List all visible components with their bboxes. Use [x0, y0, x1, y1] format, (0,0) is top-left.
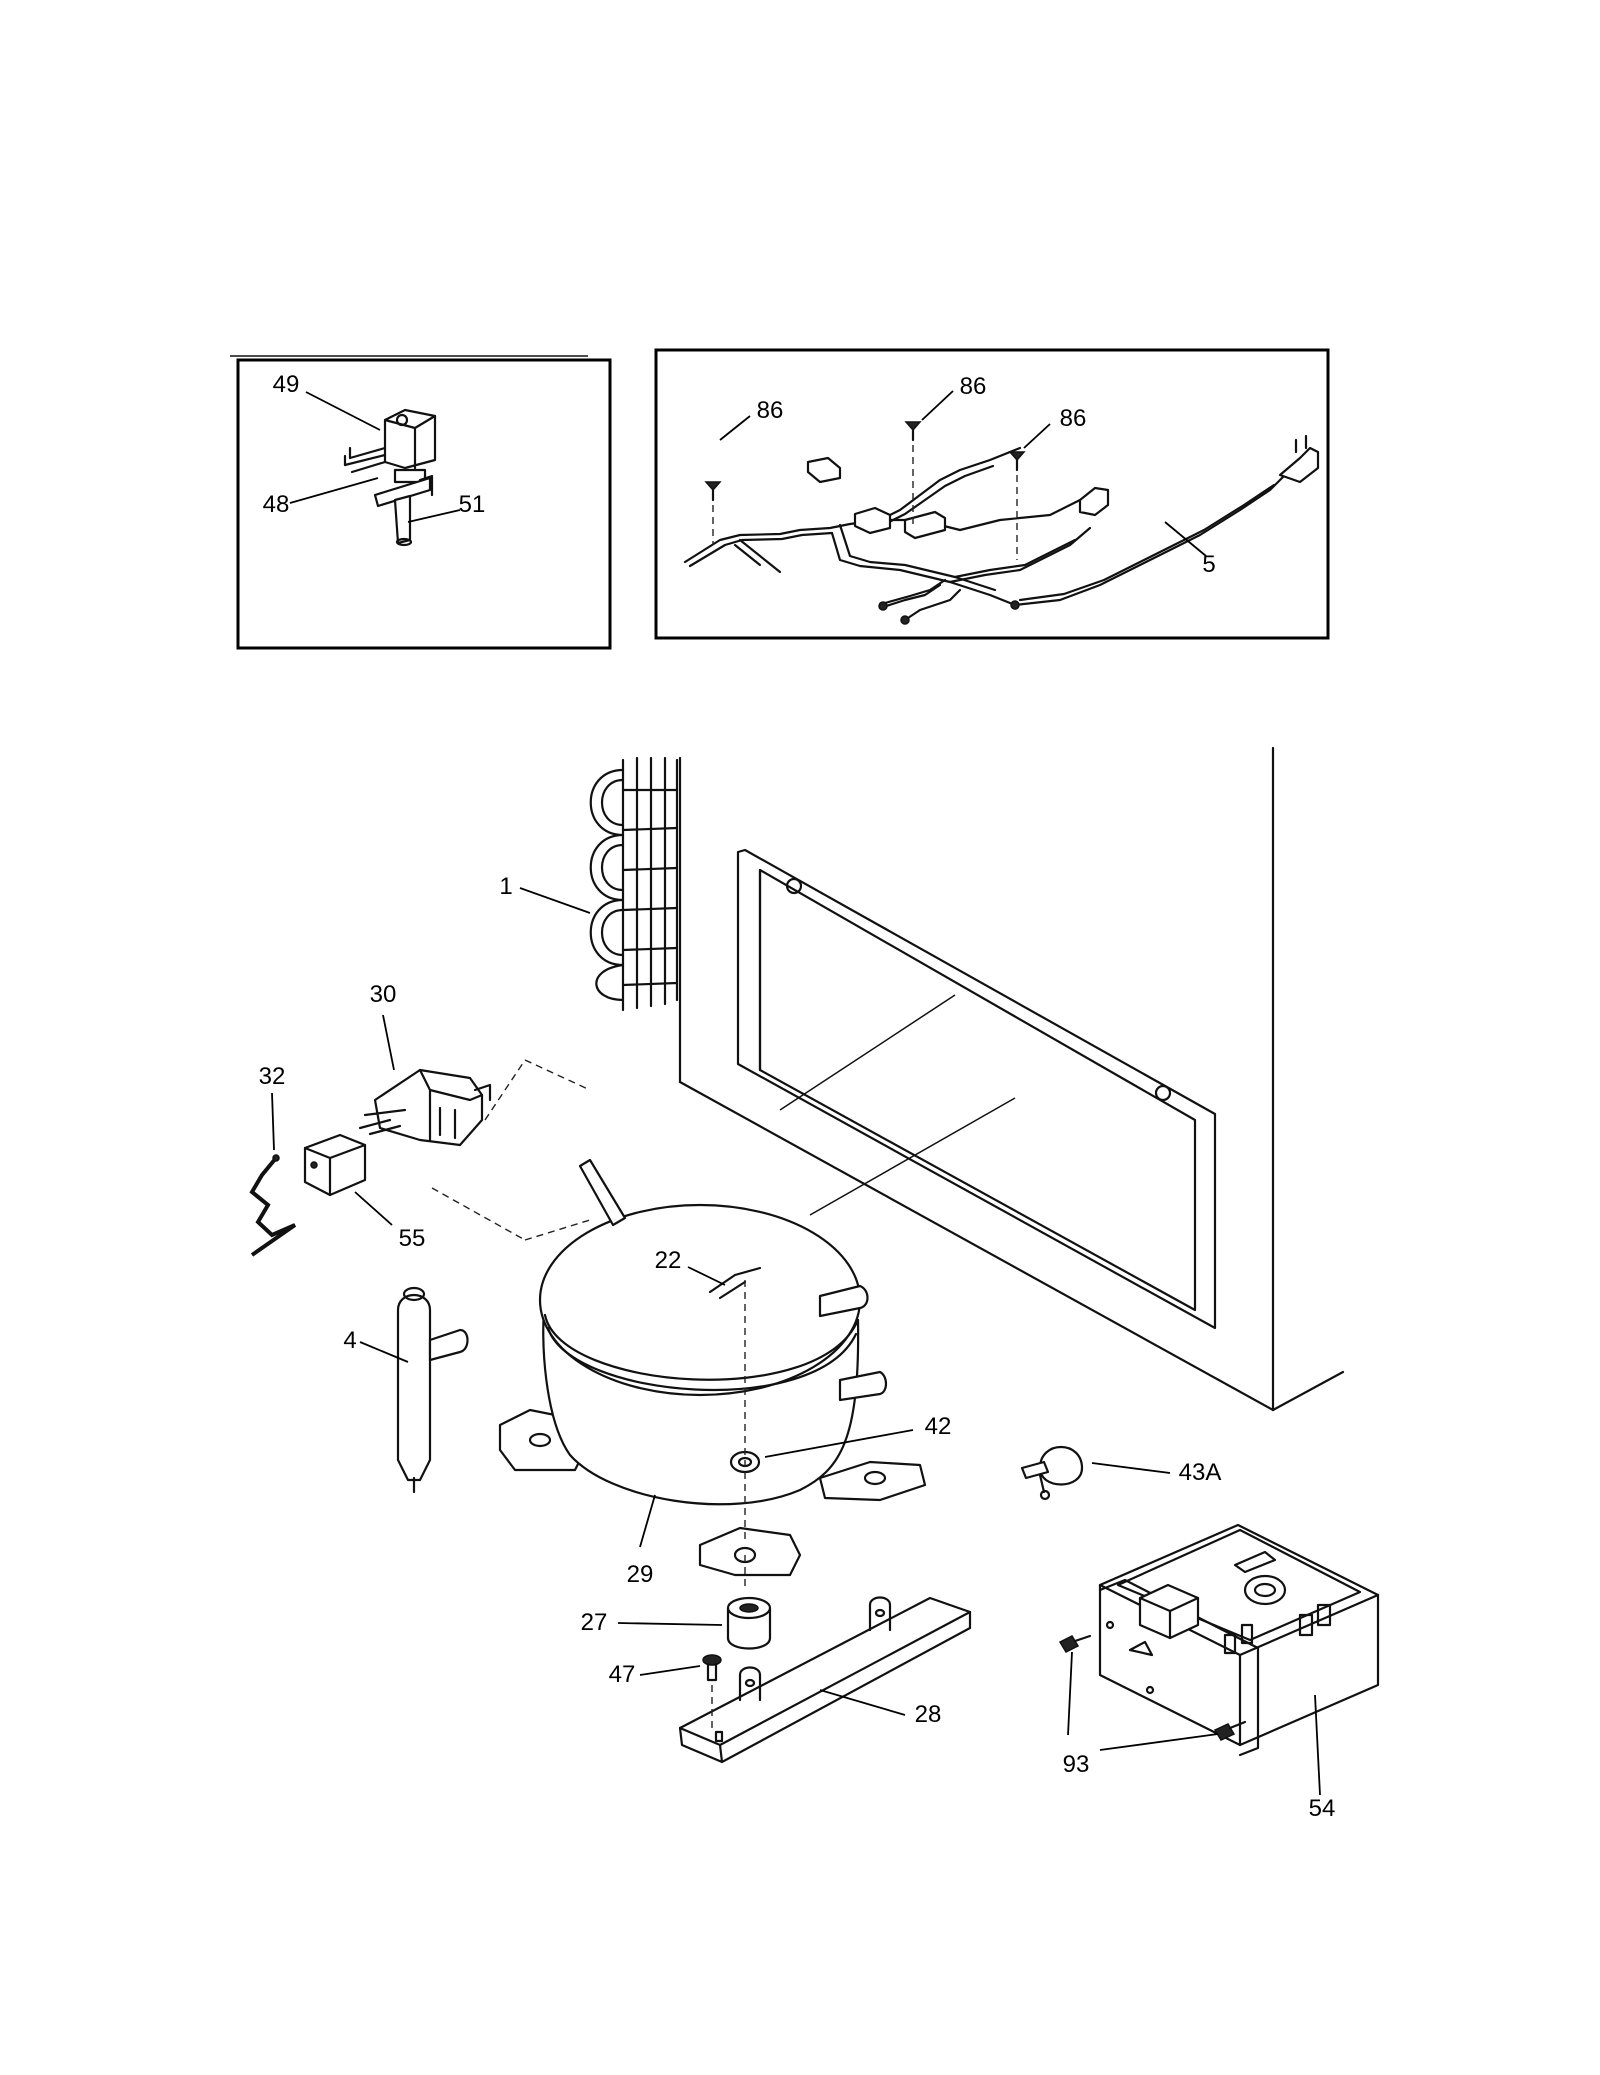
leader-54	[1314, 1694, 1321, 1796]
grommet-27-drawing	[726, 1596, 772, 1650]
callout-86a: 86	[757, 397, 784, 424]
callout-48: 48	[263, 491, 290, 518]
callout-22: 22	[655, 1247, 682, 1274]
callout-51: 51	[459, 491, 486, 518]
main-exploded-view: 1 30 55 32	[249, 746, 1380, 1822]
overload-55-drawing	[303, 1133, 367, 1197]
callout-4: 4	[343, 1327, 356, 1354]
leader-86b	[921, 390, 954, 421]
control-box-54-drawing	[1098, 1523, 1380, 1757]
callout-55: 55	[399, 1225, 426, 1252]
harness-inset-panel: 86 86 86 5	[654, 348, 1330, 640]
leader-1	[519, 887, 591, 914]
leader-93b	[1099, 1733, 1219, 1751]
callout-54: 54	[1309, 1795, 1336, 1822]
callout-30: 30	[370, 981, 397, 1008]
screws-93-drawing	[1058, 1634, 1247, 1741]
callout-47: 47	[609, 1661, 636, 1688]
compressor-29-drawing	[498, 1158, 927, 1590]
screws-86	[704, 421, 1026, 560]
callout-5: 5	[1202, 551, 1215, 578]
callout-86c: 86	[1060, 405, 1087, 432]
leader-43A	[1091, 1462, 1171, 1474]
cabinet-back-drawing	[678, 746, 1345, 1412]
relay-30-drawing	[358, 1068, 492, 1147]
leader-32	[271, 1092, 275, 1151]
leader-22	[687, 1266, 726, 1286]
callout-28: 28	[915, 1701, 942, 1728]
callout-43A: 43A	[1179, 1459, 1222, 1486]
callout-32: 32	[259, 1063, 286, 1090]
leader-86c	[1023, 423, 1051, 449]
rail-28-drawing	[678, 1596, 972, 1764]
leader-5	[1164, 521, 1207, 557]
callout-86b: 86	[960, 373, 987, 400]
condenser-coil-drawing	[589, 756, 679, 1012]
leader-42	[764, 1429, 914, 1458]
screw-47-drawing	[702, 1654, 722, 1730]
leader-47	[639, 1665, 701, 1676]
clip-32-drawing	[249, 1154, 297, 1257]
leader-55	[354, 1191, 393, 1226]
leader-4	[359, 1341, 409, 1363]
leader-28	[819, 1689, 906, 1716]
wiring-harness-drawing	[683, 434, 1320, 625]
leader-48	[289, 477, 379, 504]
drier-4-drawing	[396, 1286, 469, 1494]
callout-1: 1	[499, 873, 512, 900]
leader-27	[617, 1622, 723, 1626]
leader-49	[305, 391, 381, 431]
leader-93a	[1067, 1651, 1073, 1736]
clamp-43A-drawing	[1020, 1445, 1084, 1501]
callout-27: 27	[581, 1609, 608, 1636]
callout-29: 29	[627, 1561, 654, 1588]
leader-29	[639, 1494, 656, 1548]
callout-93: 93	[1063, 1751, 1090, 1778]
leader-30	[382, 1014, 395, 1071]
leader-86a	[719, 415, 751, 441]
water-valve-drawing	[343, 408, 437, 547]
leader-51	[407, 509, 461, 523]
callout-49: 49	[273, 371, 300, 398]
callout-42: 42	[925, 1413, 952, 1440]
valve-inset-panel: 49 48 51	[230, 355, 612, 650]
